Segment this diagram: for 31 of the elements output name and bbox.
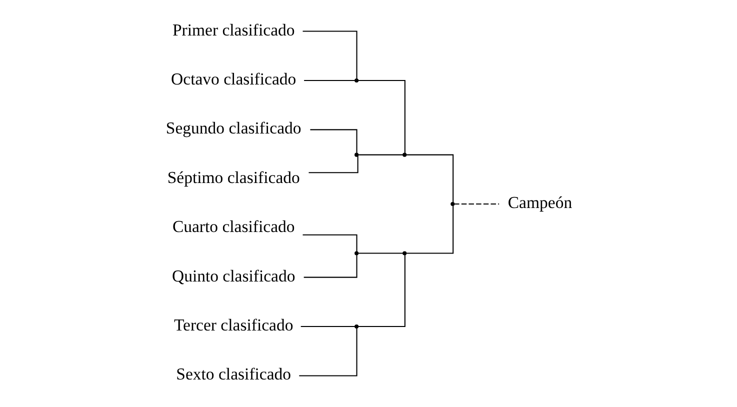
connector	[302, 234, 357, 252]
node-point	[354, 251, 358, 256]
connector	[358, 254, 405, 328]
connector	[310, 129, 357, 154]
connector	[358, 80, 405, 154]
node-text: Séptimo clasificado	[166, 168, 300, 187]
node-text: Cuarto clasificado	[172, 217, 294, 236]
node-point	[354, 78, 358, 83]
node-point	[354, 324, 358, 329]
connector	[298, 328, 357, 376]
node-text: Campeón	[507, 193, 572, 212]
node-point	[402, 152, 406, 157]
node-text: Primer clasificado	[172, 20, 294, 40]
connector	[308, 156, 358, 174]
node-text: Segundo clasificado	[165, 118, 301, 138]
node-text: Quinto clasificado	[171, 266, 295, 286]
connector	[304, 80, 354, 81]
connector	[302, 30, 357, 79]
node-point	[450, 202, 454, 206]
node-point	[402, 251, 406, 256]
connector	[406, 206, 454, 254]
connector	[406, 154, 454, 202]
connector	[303, 254, 357, 278]
connector	[358, 252, 402, 254]
node-text: Tercer clasificado	[173, 315, 293, 334]
node-text: Sexto clasificado	[176, 364, 291, 384]
connector	[454, 204, 499, 205]
node-text: Octavo clasificado	[170, 69, 296, 88]
connector	[358, 154, 402, 156]
node-point	[354, 152, 358, 157]
connector	[300, 326, 355, 328]
